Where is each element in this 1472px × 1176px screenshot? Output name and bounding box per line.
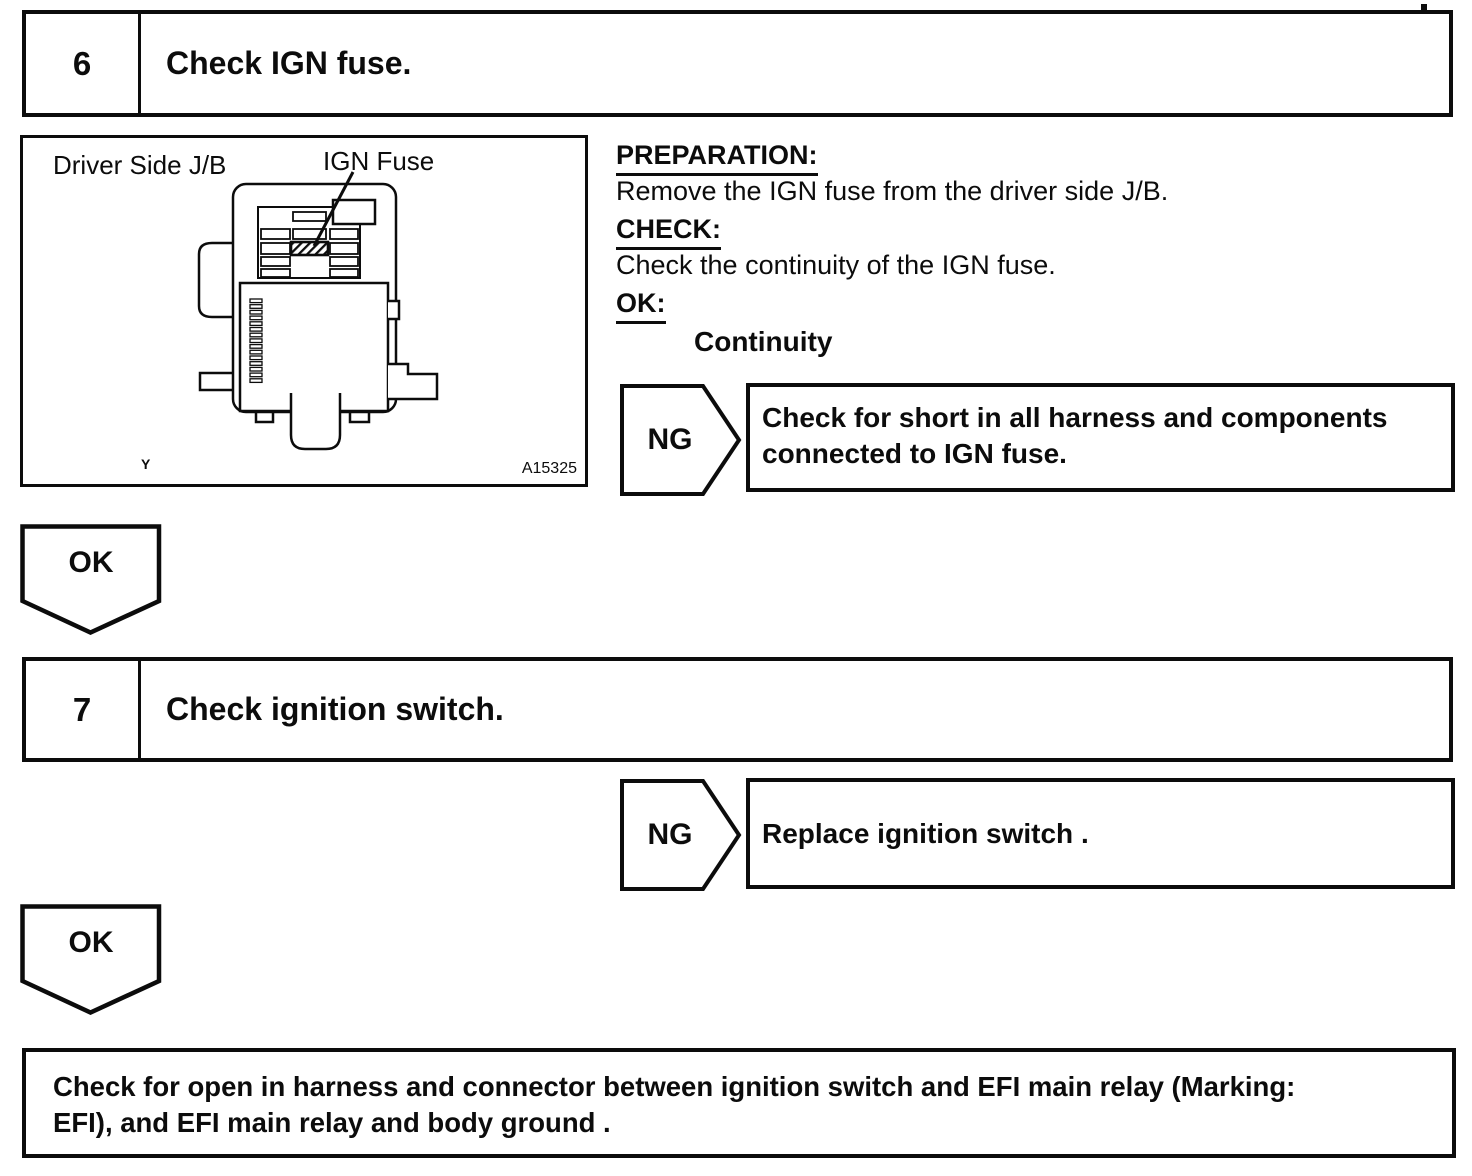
step-number: 6 <box>72 44 92 82</box>
step-box-6: 6 Check IGN fuse. <box>22 10 1453 117</box>
ok-arrow-icon: OK <box>20 524 162 636</box>
check-text: Check the continuity of the IGN fuse. <box>616 250 1056 280</box>
ok-arrow-icon: OK <box>20 904 162 1016</box>
jb-bottom-tab <box>289 393 342 451</box>
ok-heading: OK: <box>616 288 666 324</box>
jb-terminal-strip <box>249 298 263 384</box>
junction-box-diagram <box>197 171 439 451</box>
ng-action-box: Check for short in all harness and compo… <box>746 383 1455 492</box>
ng-action-line: Replace ignition switch . <box>762 817 1089 849</box>
ng-label: NG <box>647 818 693 851</box>
leader-line <box>312 171 355 247</box>
ng-action-line: Check for short in all harness and compo… <box>762 402 1388 433</box>
figure-y-mark: Y <box>141 456 151 472</box>
ok-label: OK <box>68 926 114 959</box>
figure-jb-label: Driver Side J/B <box>53 150 227 180</box>
ng-action-line: connected to IGN fuse. <box>762 438 1067 469</box>
jb-fuses <box>260 211 359 278</box>
ng-arrow-icon: NG <box>620 384 742 496</box>
step-box-7: 7 Check ignition switch. <box>22 657 1453 762</box>
ng-arrow-icon: NG <box>620 779 742 891</box>
step-number-cell: 7 <box>26 661 141 758</box>
step-title: Check IGN fuse. <box>166 45 412 81</box>
ign-fuse-highlight <box>289 240 330 257</box>
check-heading: CHECK: <box>616 214 721 250</box>
step-number-cell: 6 <box>26 14 141 113</box>
jb-outline <box>197 171 439 451</box>
final-line: Check for open in harness and connector … <box>53 1071 1296 1102</box>
figure-box: Driver Side J/B IGN Fuse <box>20 135 588 487</box>
jb-relay <box>331 198 377 226</box>
step-title: Check ignition switch. <box>166 691 504 727</box>
ng-label: NG <box>647 423 693 456</box>
step-number: 7 <box>72 690 92 728</box>
ng-action-box: Replace ignition switch . <box>746 778 1455 889</box>
ok-label: OK <box>68 546 114 579</box>
instruction-block: PREPARATION: Remove the IGN fuse from th… <box>616 140 1456 358</box>
final-line: EFI), and EFI main relay and body ground… <box>53 1107 611 1138</box>
figure-code: A15325 <box>521 460 577 477</box>
figure-fuse-label: IGN Fuse <box>323 146 435 176</box>
final-instruction-box: Check for open in harness and connector … <box>22 1048 1456 1158</box>
preparation-heading: PREPARATION: <box>616 140 818 176</box>
preparation-text: Remove the IGN fuse from the driver side… <box>616 176 1169 206</box>
ok-value: Continuity <box>694 326 833 357</box>
jb-fuse-panel <box>257 206 361 279</box>
